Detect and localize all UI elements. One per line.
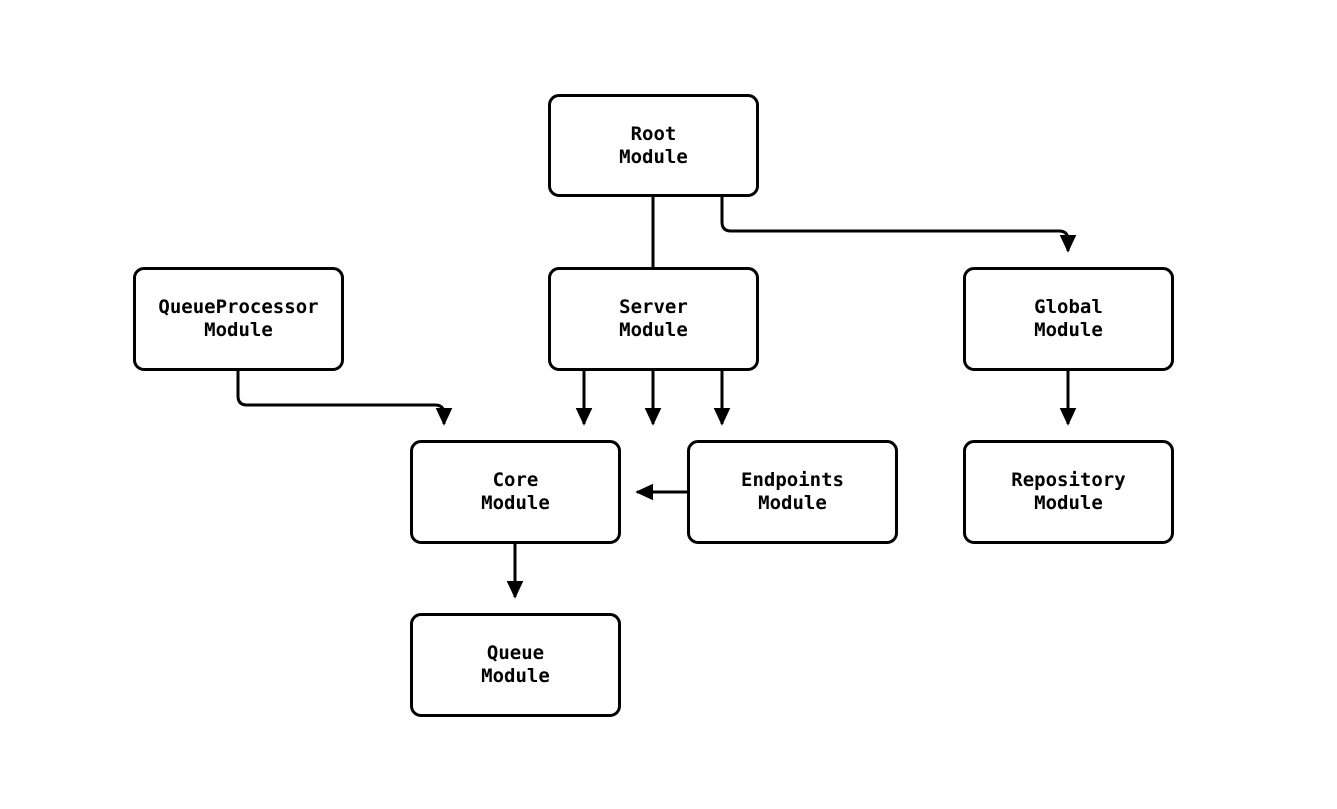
node-core-module-subtitle: Module (481, 492, 550, 514)
node-endpoints-module[interactable]: Endpoints Module (687, 440, 898, 544)
node-queue-module[interactable]: Queue Module (410, 613, 621, 717)
node-server-module[interactable]: Server Module (548, 267, 759, 371)
node-repository-module[interactable]: Repository Module (963, 440, 1174, 544)
node-endpoints-module-subtitle: Module (758, 492, 827, 514)
node-repository-module-title: Repository (1011, 469, 1126, 491)
edge-root-to-global (720, 197, 1077, 253)
node-queueprocessor-module-subtitle: Module (204, 319, 273, 341)
node-server-module-subtitle: Module (619, 319, 688, 341)
node-server-module-title: Server (619, 296, 688, 318)
node-global-module[interactable]: Global Module (963, 267, 1174, 371)
node-queue-module-title: Queue (486, 642, 545, 664)
edge-queueprocessor-to-core (236, 371, 453, 426)
node-root-module-title: Root (630, 122, 677, 145)
node-queueprocessor-module-title: QueueProcessor (158, 296, 319, 318)
node-root-module-subtitle: Module (619, 145, 688, 168)
node-global-module-subtitle: Module (1034, 319, 1103, 341)
node-root-module[interactable]: Root Module (548, 94, 759, 197)
node-queue-module-subtitle: Module (481, 665, 550, 687)
node-core-module[interactable]: Core Module (410, 440, 621, 544)
node-endpoints-module-title: Endpoints (741, 469, 844, 491)
node-global-module-title: Global (1034, 296, 1103, 318)
node-repository-module-subtitle: Module (1034, 492, 1103, 514)
node-queueprocessor-module[interactable]: QueueProcessor Module (133, 267, 344, 371)
node-core-module-title: Core (492, 469, 539, 491)
